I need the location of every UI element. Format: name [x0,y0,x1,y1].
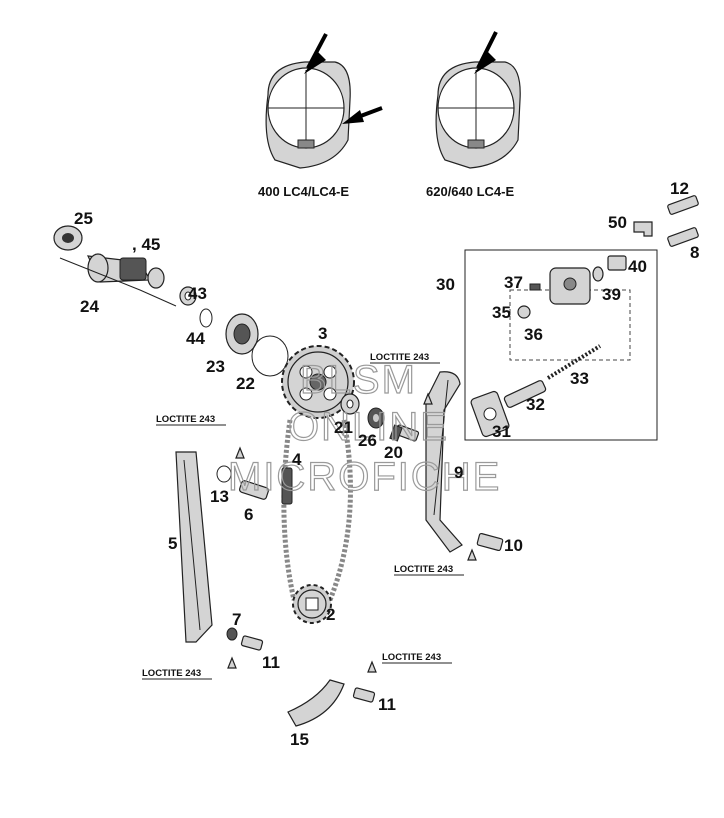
tensioner-assembly-frame-30 [464,249,658,441]
loctite-drop-4 [227,656,237,669]
callout-21: 21 [334,418,353,437]
arrow-top-right [474,31,498,74]
loctite-label-5: LOCTITE 243 [382,652,452,664]
loctite-text-3: LOCTITE 243 [394,564,453,575]
callout-31: 31 [492,422,511,441]
o-ring-13 [216,465,232,483]
bracket-50 [633,221,653,237]
callout-5: 5 [168,534,177,553]
callout-12: 12 [670,179,689,198]
washer-26 [367,407,385,429]
o-ring-44 [199,308,213,328]
arrow-top-left [304,33,328,74]
loctite-label-4: LOCTITE 243 [142,668,212,680]
guide-rail-5 [175,451,213,643]
callout-33: 33 [570,369,589,388]
callout-6: 6 [244,505,253,524]
loctite-text-5: LOCTITE 243 [382,652,441,663]
callout-8: 8 [690,243,699,262]
watermark-line-1: BLSM [300,358,417,402]
bolt-8 [667,227,699,247]
watermark-line-2: ONLINE [288,405,449,449]
loctite-drop-1 [235,446,245,459]
bolt-11-right [352,687,376,703]
callout-2: 2 [326,605,335,624]
crank-sprocket-2 [292,584,332,624]
bolt-20 [389,424,420,442]
tensioner-rail-9 [425,371,463,553]
callout-23: 23 [206,357,225,376]
watermark-line-3: MICROFICHE [228,455,501,499]
washer-39 [592,266,604,282]
nut-35 [517,305,531,319]
callout-22: 22 [236,374,255,393]
plug-37 [529,283,541,291]
gasket-31 [470,390,510,438]
callout-3: 3 [318,324,327,343]
bolt-12 [667,195,699,215]
callout-15: 15 [290,730,309,749]
callout-32: 32 [526,395,545,414]
bearing-23 [225,313,259,355]
loctite-label-1: LOCTITE 243 [156,414,226,426]
plunger-32 [503,380,547,408]
callout-40: 40 [628,257,647,276]
callout-35: 35 [492,303,511,322]
arrow-side-left [342,106,383,124]
callout-11-left: 11 [262,653,280,672]
damper-7 [226,627,238,641]
callout-50: 50 [608,213,627,232]
bolt-11-left [240,635,264,651]
loctite-drop-5 [367,660,377,673]
callout-11-right: 11 [378,695,396,714]
bolt-10 [476,532,504,552]
callout-4: 4 [292,450,302,469]
camshaft-24 [87,253,165,289]
loctite-drop-2 [423,392,433,405]
callout-45: , 45 [132,235,160,254]
tensioner-body-36 [549,267,591,305]
loctite-text-2: LOCTITE 243 [370,352,429,363]
callout-7: 7 [232,610,241,629]
loctite-drop-3 [467,548,477,561]
camshaft-detail-620 [435,61,521,169]
chain-guide-4 [281,467,293,505]
screw-40 [607,255,627,271]
bearing-25 [53,225,83,251]
callout-24: 24 [80,297,99,316]
callout-25: 25 [74,209,93,228]
washer-21 [340,393,360,415]
camshaft-sprocket-3 [281,345,355,419]
callout-37: 37 [504,273,523,292]
callout-36: 36 [524,325,543,344]
camshaft-detail-400 [265,61,351,169]
callout-43: 43 [188,284,207,303]
callout-39: 39 [602,285,621,304]
guide-rail-15 [287,679,345,727]
loctite-text-4: LOCTITE 243 [142,668,201,679]
callout-20: 20 [384,443,403,462]
callout-10: 10 [504,536,523,555]
pin-6 [239,480,269,500]
caption-620-640-lc4: 620/640 LC4-E [426,184,514,199]
washer-43 [179,286,197,306]
loctite-label-2: LOCTITE 243 [370,352,440,364]
loctite-label-3: LOCTITE 243 [394,564,464,576]
timing-chain [281,419,353,601]
callout-30: 30 [436,275,455,294]
loctite-text-1: LOCTITE 243 [156,414,215,425]
snap-ring-22 [251,335,289,377]
callout-44: 44 [186,329,205,348]
caption-400-lc4: 400 LC4/LC4-E [258,184,349,199]
callout-9: 9 [454,463,463,482]
camshaft-outline-24 [59,257,177,307]
callout-26: 26 [358,431,377,450]
callout-13: 13 [210,487,229,506]
